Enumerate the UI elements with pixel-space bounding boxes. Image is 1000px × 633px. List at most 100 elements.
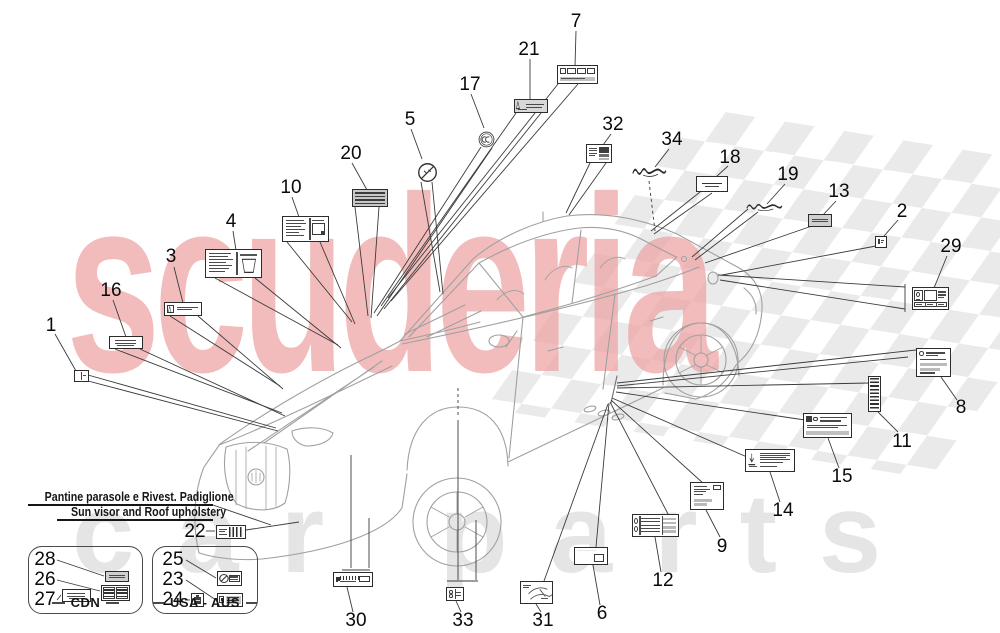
leader-line — [56, 579, 101, 592]
leader-line — [766, 183, 786, 205]
leader-line — [387, 83, 559, 299]
section-label-english-text: Sun visor and Roof upholstery — [71, 504, 227, 519]
leader-line — [827, 437, 840, 469]
leader-line — [114, 348, 283, 414]
sticker-18 — [696, 176, 728, 192]
sticker-13 — [808, 214, 832, 227]
leader-line — [616, 356, 909, 387]
callout-number-33: 33 — [452, 610, 474, 631]
leader-line — [390, 83, 579, 302]
leader-line — [611, 397, 748, 458]
label-dash — [153, 601, 164, 604]
callout-number-2: 2 — [896, 201, 908, 222]
leader-line — [197, 315, 284, 390]
leader-line — [212, 504, 272, 526]
sticker-22 — [216, 525, 246, 539]
sticker-16 — [109, 336, 143, 349]
group-box-cdn-label: CDN — [29, 595, 142, 610]
callout-number-17: 17 — [459, 74, 481, 95]
leader-line — [592, 564, 601, 606]
callout-number-14: 14 — [772, 500, 794, 521]
leader-line — [291, 196, 300, 218]
leader-line — [346, 586, 354, 613]
leader-line — [185, 579, 217, 601]
sticker-3 — [164, 302, 202, 316]
sticker-30 — [333, 572, 373, 587]
callout-number-10: 10 — [280, 177, 302, 198]
callout-number-5: 5 — [404, 109, 416, 130]
section-label-english: Sun visor and Roof upholstery — [57, 504, 227, 521]
leader-line — [373, 146, 482, 314]
sticker-10 — [282, 216, 329, 242]
leader-line — [940, 376, 958, 401]
leader-line — [715, 165, 729, 178]
leader-line — [470, 93, 485, 129]
leader-line — [574, 30, 577, 67]
sticker-17 — [478, 131, 495, 148]
leader-line — [543, 403, 609, 582]
callout-number-18: 18 — [719, 147, 741, 168]
sticker-34 — [632, 167, 669, 178]
sticker-28 — [105, 571, 129, 582]
callout-number-11: 11 — [892, 431, 912, 452]
callout-number-7: 7 — [570, 11, 582, 32]
sticker-23 — [217, 593, 243, 607]
label-dash — [245, 601, 257, 604]
group-box-usa-aus: USA - AUS — [152, 546, 258, 614]
leader-line — [431, 181, 444, 295]
leader-line — [56, 594, 62, 601]
callout-number-31: 31 — [532, 610, 554, 631]
leader-line — [455, 600, 462, 613]
leader-line — [351, 162, 368, 191]
section-label-italian: Pantine parasole e Rivest. Padiglione — [28, 489, 234, 506]
leader-line — [933, 255, 948, 289]
leader-line — [654, 148, 670, 168]
leader-line — [616, 349, 917, 384]
callout-number-6: 6 — [596, 603, 608, 624]
group-box-cdn-text: CDN — [70, 595, 101, 610]
leader-line — [232, 230, 237, 251]
sticker-4 — [205, 249, 262, 278]
watermark-primary: scuderia — [66, 145, 718, 424]
leader-line — [254, 277, 342, 349]
callout-number-25: 25 — [162, 549, 184, 570]
callout-number-16: 16 — [100, 280, 122, 301]
label-dash — [106, 601, 120, 604]
leader-line — [822, 200, 837, 216]
sticker-20 — [352, 189, 388, 207]
callout-number-34: 34 — [661, 129, 683, 150]
leader-line — [877, 411, 899, 433]
leader-line — [721, 245, 877, 276]
sticker-29 — [912, 287, 949, 310]
group-box-usa-aus-text: USA - AUS — [170, 595, 240, 610]
leader-line — [214, 277, 339, 346]
callout-number-4: 4 — [225, 211, 237, 232]
leader-line — [173, 266, 184, 304]
leader-line — [383, 112, 542, 310]
callout-number-13: 13 — [828, 181, 850, 202]
sticker-19 — [746, 203, 785, 212]
callout-number-8: 8 — [955, 397, 967, 418]
leader-line — [420, 181, 441, 293]
callout-number-19: 19 — [777, 164, 799, 185]
leader-line — [615, 391, 806, 421]
leader-line — [54, 333, 77, 372]
leader-line — [245, 521, 300, 531]
callout-number-32: 32 — [602, 114, 624, 135]
leader-line — [370, 206, 380, 319]
leader-line — [319, 241, 356, 325]
leader-line — [650, 191, 701, 232]
callout-number-12: 12 — [652, 570, 674, 591]
leader-line-dashed — [648, 180, 656, 232]
callout-number-29: 29 — [940, 236, 962, 257]
sticker-2 — [875, 236, 887, 248]
callout-number-26: 26 — [34, 569, 56, 590]
leader-line — [769, 471, 781, 503]
leader-line — [595, 402, 610, 548]
sticker-27 — [62, 589, 91, 602]
sticker-31 — [520, 581, 553, 604]
sticker-15 — [803, 413, 852, 438]
leader-line — [719, 279, 906, 310]
leader-line — [139, 348, 286, 417]
